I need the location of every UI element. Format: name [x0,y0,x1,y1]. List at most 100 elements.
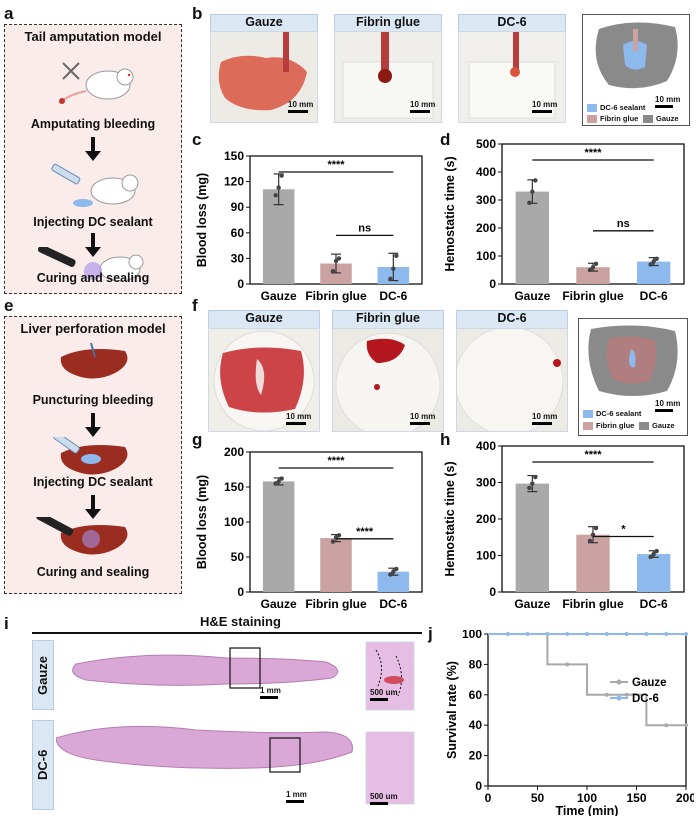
x-tick-label: Fibrin glue [562,289,624,303]
x-tick-label: DC-6 [379,597,407,611]
bar-gauze [262,481,295,592]
photo-fibrin-tail [334,31,442,123]
tail-amputation-model-box: Tail amputation model Amputating bleedin… [4,24,182,294]
significance-label: **** [356,526,374,538]
step-3: Curing and sealing [36,271,150,285]
legend-fibrin: Fibrin glue [587,114,638,124]
y-tick-label: 400 [476,439,496,453]
data-point [648,554,653,560]
scale-bar: 10 mm [410,100,435,113]
data-point [394,253,399,259]
photo-title-dc6: DC-6 [458,14,566,33]
plot-frame [487,633,687,787]
data-point [593,261,599,267]
x-tick-label: 50 [531,791,545,805]
scale-bar-500um: 500 um [370,792,398,805]
y-tick-label: 300 [476,193,496,207]
series-marker [684,723,688,728]
he-row-label-gauze: Gauze [32,640,54,710]
data-point [651,551,656,557]
photo-dc6-tail [458,31,566,123]
legend-gauze: Gauze [643,114,679,124]
scale-bar: 10 mm [655,95,680,108]
liver-perforation-model-box: Liver perforation model Puncturing bleed… [4,316,182,594]
series-marker [664,723,669,728]
x-tick-label: Gauze [261,289,297,303]
data-point [533,474,538,480]
panel-f-label: f [192,296,198,315]
data-point [587,538,593,544]
data-point [533,178,538,183]
scale-bar: 10 mm [410,412,435,425]
data-point [651,259,656,264]
x-tick-label: 0 [485,791,492,805]
legend-gauze: Gauze [639,421,675,431]
scale-bar-1mm: 1 mm [260,686,281,699]
data-point [336,533,342,538]
y-axis-label: Blood loss (mg) [195,173,209,267]
data-point [330,539,336,544]
data-point [391,569,396,574]
y-tick-label: 0 [237,277,244,291]
y-tick-label: 0 [237,585,244,599]
y-tick-label: 100 [476,549,496,563]
y-tick-label: 60 [231,226,245,240]
x-tick-label: 200 [676,791,694,805]
series-marker [624,692,629,697]
he-row-label-dc6: DC-6 [32,720,54,810]
legend-label: DC-6 [632,693,659,705]
x-tick-label: DC-6 [640,597,668,611]
y-tick-label: 40 [469,718,483,732]
photo-title-dc6: DC-6 [456,310,568,330]
data-point [590,265,596,270]
panel-j-label: j [428,624,433,643]
he-staining-images [56,641,415,805]
data-point [391,266,396,271]
significance-label: **** [584,147,602,159]
x-tick-label: Fibrin glue [305,289,367,303]
data-point [273,193,278,198]
y-tick-label: 150 [224,149,244,163]
data-point [388,276,393,282]
mouse-curing-illustration [37,247,144,282]
y-tick-label: 90 [231,200,245,214]
data-point [336,256,342,261]
x-tick-label: DC-6 [640,289,668,303]
scale-bar: 10 mm [288,100,313,113]
panel-c-label: c [192,130,202,149]
x-tick-label: Gauze [514,597,550,611]
data-point [590,532,596,537]
legend-marker [616,695,622,701]
photo-overlay-liver: 10 mm DC-6 sealant Fibrin glue Gauze [578,318,688,436]
significance-label: ns [617,218,630,230]
series-marker [684,632,688,636]
x-tick-label: 150 [626,791,646,805]
x-tick-label: Gauze [261,597,297,611]
data-point [527,200,532,205]
x-axis-label: Time (min) [556,804,619,816]
significance-label: ns [358,222,371,234]
panel-b-label: b [192,4,203,23]
significance-label: **** [327,455,345,467]
y-tick-label: 120 [224,175,244,189]
bar-dc-6 [377,571,410,592]
mouse-injection-illustration [51,163,139,207]
photo-overlay-tail: 10 mm DC-6 sealant Fibrin glue Gauze [582,14,690,126]
legend-label: Gauze [632,677,667,689]
scale-bar-1mm: 1 mm [286,790,307,803]
x-tick-label: Fibrin glue [305,597,367,611]
significance-label: * [621,524,626,536]
series-marker [565,632,570,636]
data-point [648,262,653,267]
model-title: Tail amputation model [24,29,162,44]
series-marker [644,632,649,636]
y-tick-label: 0 [489,585,496,599]
data-point [394,566,399,572]
y-tick-label: 60 [469,688,483,702]
y-tick-label: 20 [469,749,483,763]
x-tick-label: DC-6 [379,289,407,303]
significance-label: **** [327,159,345,171]
